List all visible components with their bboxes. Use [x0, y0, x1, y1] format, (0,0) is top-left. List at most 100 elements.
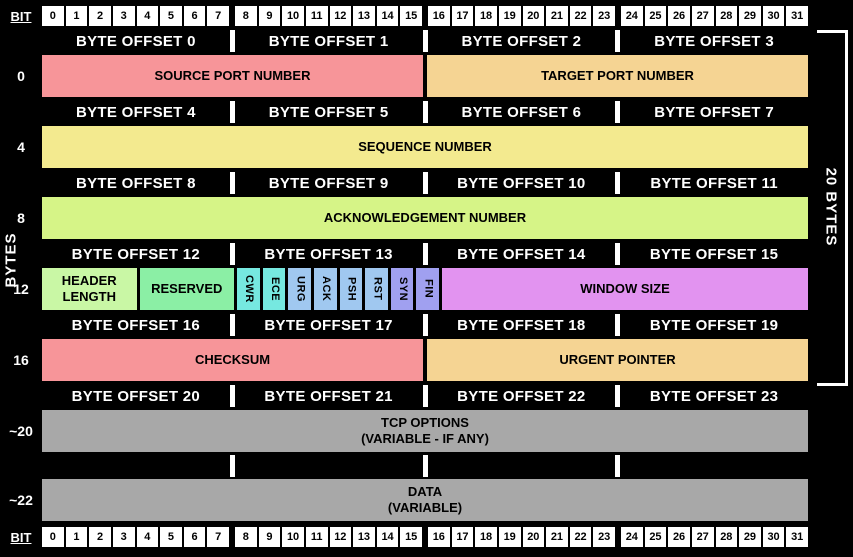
- byte-offset-label: BYTE OFFSET 0: [76, 32, 196, 50]
- bit-number-cell: 25: [644, 6, 667, 26]
- field-label: TCP OPTIONS: [381, 414, 469, 430]
- bit-number-cell: 17: [451, 527, 474, 547]
- bit-number-cell: 5: [160, 527, 182, 547]
- bit-number-cell: 14: [376, 527, 399, 547]
- byte-offset-label: BYTE OFFSET 3: [654, 32, 774, 50]
- field-sublabel: (VARIABLE): [387, 500, 463, 515]
- offset-separator: [229, 30, 235, 52]
- bit-number-cell: 8: [235, 527, 257, 547]
- bit-number-cell: 17: [451, 6, 474, 26]
- bit-number-cell: 4: [136, 6, 159, 26]
- field-rst: RST: [365, 268, 388, 310]
- field-label: DATA: [407, 483, 443, 499]
- bit-number-cell: 18: [475, 6, 497, 26]
- bit-number-cell: 0: [42, 527, 64, 547]
- bit-number-cell: 10: [282, 527, 304, 547]
- byte-offset-label: BYTE OFFSET 1: [268, 32, 389, 50]
- bit-number-cell: 24: [621, 527, 643, 547]
- field-sequence-number: SEQUENCE NUMBER: [42, 126, 808, 168]
- field-target-port-number: TARGET PORT NUMBER: [427, 55, 808, 97]
- offset-separator: [229, 314, 235, 336]
- offset-separator: [615, 385, 621, 407]
- continuation-separator: [229, 455, 235, 477]
- bit-number-cell: 11: [305, 6, 328, 26]
- field-label: PSH: [345, 276, 358, 302]
- bit-number-cell: 2: [89, 6, 111, 26]
- field-grid: DATA(VARIABLE): [42, 479, 808, 521]
- bit-number-cell: 16: [428, 527, 450, 547]
- row-label-spacer: [0, 385, 42, 407]
- byte-offset-label: BYTE OFFSET 5: [268, 103, 389, 121]
- bracket-vertical-line: [845, 30, 848, 386]
- field-label: CWR: [243, 275, 256, 303]
- bit-number-cell: 7: [207, 6, 229, 26]
- offset-separator: [422, 314, 428, 336]
- field-label: ECE: [268, 276, 281, 302]
- bit-number-cell: 3: [112, 527, 135, 547]
- field-checksum: CHECKSUM: [42, 339, 423, 381]
- bit-number-cell: 15: [400, 527, 422, 547]
- bit-number-cell: 20: [522, 6, 545, 26]
- field-label: CHECKSUM: [194, 351, 271, 367]
- bit-number-cell: 30: [762, 527, 785, 547]
- offset-separator: [615, 243, 621, 265]
- byte-offset-label: BYTE OFFSET 10: [457, 174, 586, 192]
- bit-number-cell: 26: [668, 527, 690, 547]
- byte-offset-label: BYTE OFFSET 22: [457, 387, 586, 405]
- field-data: DATA(VARIABLE): [42, 479, 808, 521]
- bit-axis-title: BIT: [10, 8, 32, 24]
- field-label: SYN: [396, 276, 409, 302]
- offset-separator: [422, 30, 428, 52]
- byte-offset-label: BYTE OFFSET 8: [76, 174, 196, 192]
- row-label-spacer: [0, 455, 42, 477]
- continuation-cell: [428, 455, 616, 477]
- bracket-bottom-line: [817, 383, 848, 386]
- field-cwr: CWR: [237, 268, 260, 310]
- bit-number-cell: 31: [786, 527, 808, 547]
- bit-axis-title: BIT: [10, 529, 32, 545]
- bit-number-cell: 13: [353, 6, 375, 26]
- right-spacer: [808, 410, 853, 452]
- offset-separator: [229, 385, 235, 407]
- field-label: URG: [294, 276, 307, 302]
- bit-number-cell: 10: [282, 6, 304, 26]
- bit-number-cell: 0: [42, 6, 64, 26]
- offset-separator: [422, 172, 428, 194]
- offset-separator: [229, 101, 235, 123]
- byte-offset-label: BYTE OFFSET 7: [654, 103, 774, 121]
- field-reserved: RESERVED: [139, 268, 234, 310]
- field-header-length: HEADER LENGTH: [42, 268, 137, 310]
- bit-number-cell: 18: [475, 527, 497, 547]
- offset-separator: [422, 243, 428, 265]
- field-window-size: WINDOW SIZE: [442, 268, 808, 310]
- continuation-cell: [42, 455, 230, 477]
- field-urg: URG: [288, 268, 311, 310]
- offset-separator: [615, 30, 621, 52]
- field-grid: TCP OPTIONS(VARIABLE - IF ANY): [42, 410, 808, 452]
- bit-number-cell: 19: [498, 527, 521, 547]
- bit-number-cell: 28: [715, 6, 738, 26]
- field-grid: ACKNOWLEDGEMENT NUMBER: [42, 197, 808, 239]
- bit-number-cell: 2: [89, 527, 111, 547]
- bit-number-cell: 22: [569, 6, 592, 26]
- offset-separator: [615, 314, 621, 336]
